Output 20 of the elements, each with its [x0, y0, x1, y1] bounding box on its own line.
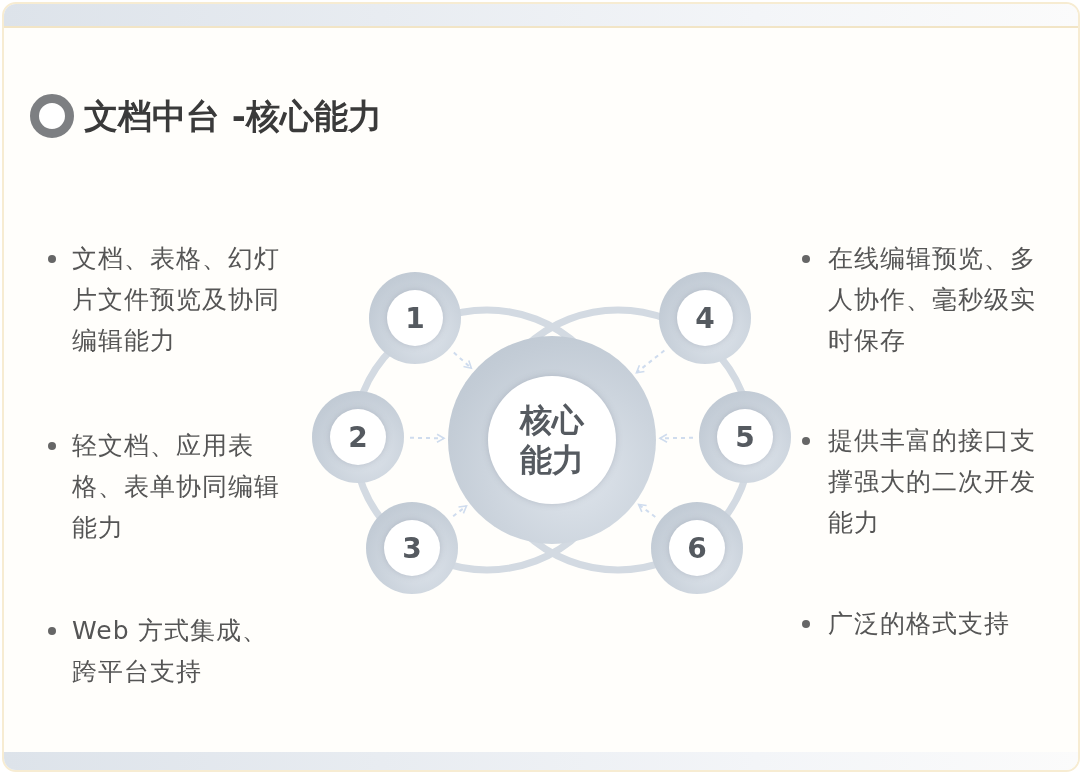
- arrow: [452, 504, 468, 518]
- number-label: 5: [735, 419, 755, 455]
- number-label: 4: [695, 300, 715, 336]
- arrow: [637, 503, 657, 518]
- arrow: [635, 349, 666, 374]
- feature-text: 轻文档、应用表格、表单协同编辑能力: [72, 430, 281, 544]
- title: 文档中台 -核心能力: [84, 95, 382, 138]
- feature-text: 广泛的格式支持: [828, 608, 1011, 640]
- arrow: [409, 433, 445, 443]
- number-label: 2: [348, 419, 368, 455]
- feature-text: 文档、表格、幻灯片文件预览及协同编辑能力: [72, 243, 281, 357]
- number-label: 3: [402, 530, 422, 566]
- number-label: 6: [687, 530, 707, 566]
- feature-text: Web 方式集成、跨平台支持: [72, 615, 270, 688]
- arrow: [452, 351, 473, 370]
- core-label: 核心能力: [518, 400, 585, 480]
- number-label: 1: [405, 300, 425, 336]
- feature-text: 在线编辑预览、多人协作、毫秒级实时保存: [828, 243, 1037, 357]
- arrow: [659, 433, 694, 443]
- feature-text: 提供丰富的接口支撑强大的二次开发能力: [828, 425, 1037, 539]
